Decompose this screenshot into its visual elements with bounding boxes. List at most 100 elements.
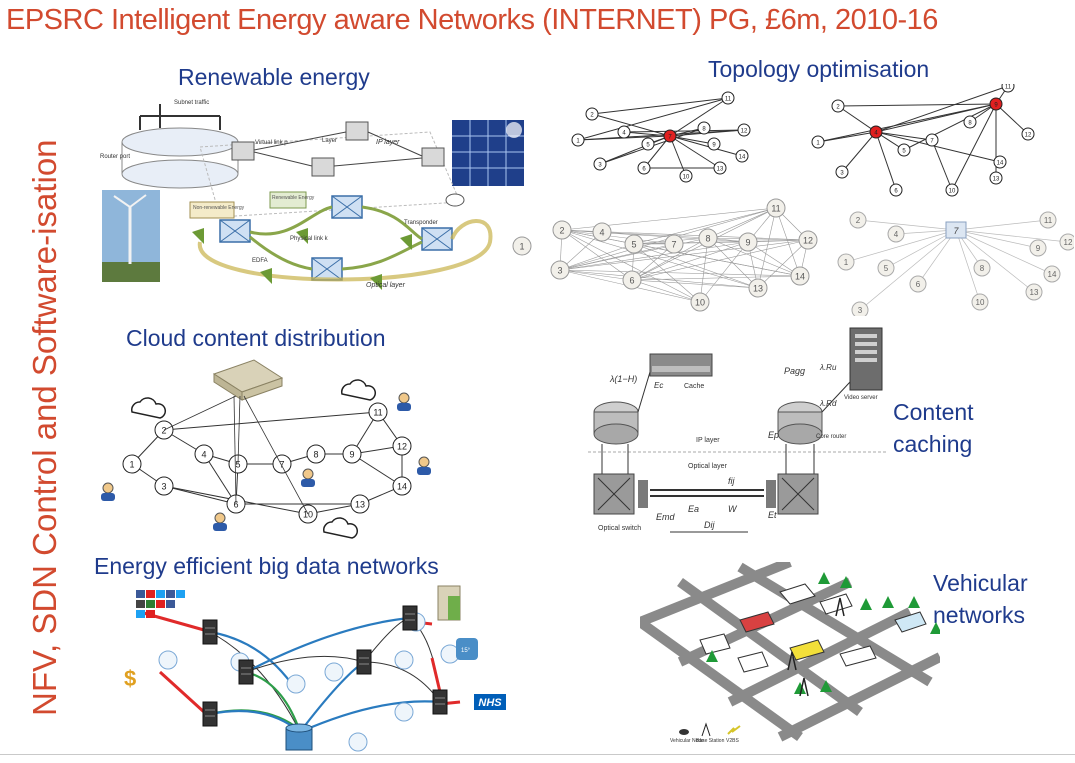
graph-node [552,220,572,240]
server-icon [238,659,254,685]
graph-node-label: 14 [997,160,1004,166]
social-icon [156,600,165,608]
graph-node-label: 5 [902,148,906,154]
footer-divider [0,754,1075,755]
cloud-icon [131,397,166,419]
social-icon [136,590,145,598]
graph-node-label: 10 [695,297,705,307]
graph-node-label: 12 [741,128,748,134]
graph-node-label: 6 [894,188,898,194]
graph-edge [559,243,635,271]
graph-node [748,278,768,298]
graph-node [738,232,758,252]
graph-node-label: 4 [894,230,899,239]
graph-node-label: 13 [1030,288,1039,297]
social-icon [156,590,165,598]
label-pagg: Pagg [784,366,805,376]
graph-node-label: 13 [355,499,365,509]
label-subnet-traffic: Subnet traffic [174,100,209,106]
graph-node-label: 4 [599,227,604,237]
graph-edge [951,103,997,191]
caching-svg: λ(1−H) Ec Cache Pagg λ.Ru λ.Rd Video ser… [588,327,888,533]
graph-node-label: 4 [874,130,878,136]
graph-node [971,293,989,311]
label-lambda-h: λ(1−H) [609,374,637,384]
label-layer: Layer [322,138,337,144]
nhs-label: NHS [478,697,502,709]
label-ea: Ea [688,504,699,514]
graph-edge [903,103,997,151]
graph-node [889,183,903,197]
label-core-router: Core router [816,434,846,440]
server-icon [432,689,448,715]
graph-edge [623,129,745,133]
graph-node [1059,233,1075,251]
graph-edge [955,229,1053,275]
graph-node-label: 12 [1025,132,1032,138]
graph-node [713,161,727,175]
label-cache: Cache [684,383,704,390]
graph-node [663,129,677,143]
graph-node-label: 3 [858,306,863,315]
nhs-logo [474,694,506,710]
graph-edge [955,229,1035,293]
social-icon [166,600,175,608]
graph-node-label: 7 [671,239,676,249]
graph-node-label: 2 [161,425,166,435]
graph-node-label: 1 [816,140,820,146]
graph-edge [559,269,633,281]
graph-node [989,171,1003,185]
graph-node [735,149,749,163]
label-fij: fij [728,476,736,486]
vehicular-caption-line1: Vehicular [933,570,1028,596]
label-optical-layer: Optical layer [366,282,406,289]
graph-node-label: 11 [373,407,382,417]
graph-node-label: 5 [646,142,650,148]
graph-node [1043,265,1061,283]
graph-node-label: 10 [303,509,313,519]
graph-edge [931,139,953,191]
label-router-port: Router port [100,154,130,160]
bigdata-caption: Energy efficient big data networks [94,553,439,579]
graph-edge [859,229,957,311]
graph-edge [559,269,759,289]
graph-node [679,169,693,183]
red-flow [158,670,206,714]
label-et: Et [768,510,777,520]
link [299,700,441,734]
server-icon [202,619,218,645]
label-lambda-rd: λ.Rd [819,399,837,408]
graph-edge [955,219,1049,231]
graph-node-label: 3 [161,481,166,491]
topology-caption: Topology optimisation [708,56,930,82]
graph-node [664,234,684,254]
bigdata-node [348,732,368,752]
graph-node-label: 7 [930,138,934,144]
graph-edge [577,97,729,141]
graph-node [849,211,867,229]
label-ip-layer-cache: IP layer [696,437,720,444]
graph-edge [559,241,749,271]
graph-node-label: 12 [397,441,407,451]
graph-node-label: 6 [233,499,238,509]
graph-node [798,230,818,250]
graph-edge [955,229,981,303]
graph-node [617,125,631,139]
graph-edge [631,279,759,289]
graph-node-label: 4 [201,449,206,459]
graph-node-label: 10 [949,188,956,194]
graph-edge [631,239,809,281]
graph-node-label: 14 [397,481,407,491]
graph-edge [163,411,379,431]
bigdata-svg: $15°NHS [124,585,506,752]
legend-vehicle: Vehicular Node [670,738,704,744]
graph-edge [995,103,1029,135]
label-ec: Ec [654,381,663,390]
graph-edge [875,85,1009,133]
graph-node-label: 14 [1048,270,1057,279]
graph-node [622,270,642,290]
vehicular-diagram: Vehicular Node Base Station V2BS [637,557,943,748]
graph-node [1029,239,1047,257]
